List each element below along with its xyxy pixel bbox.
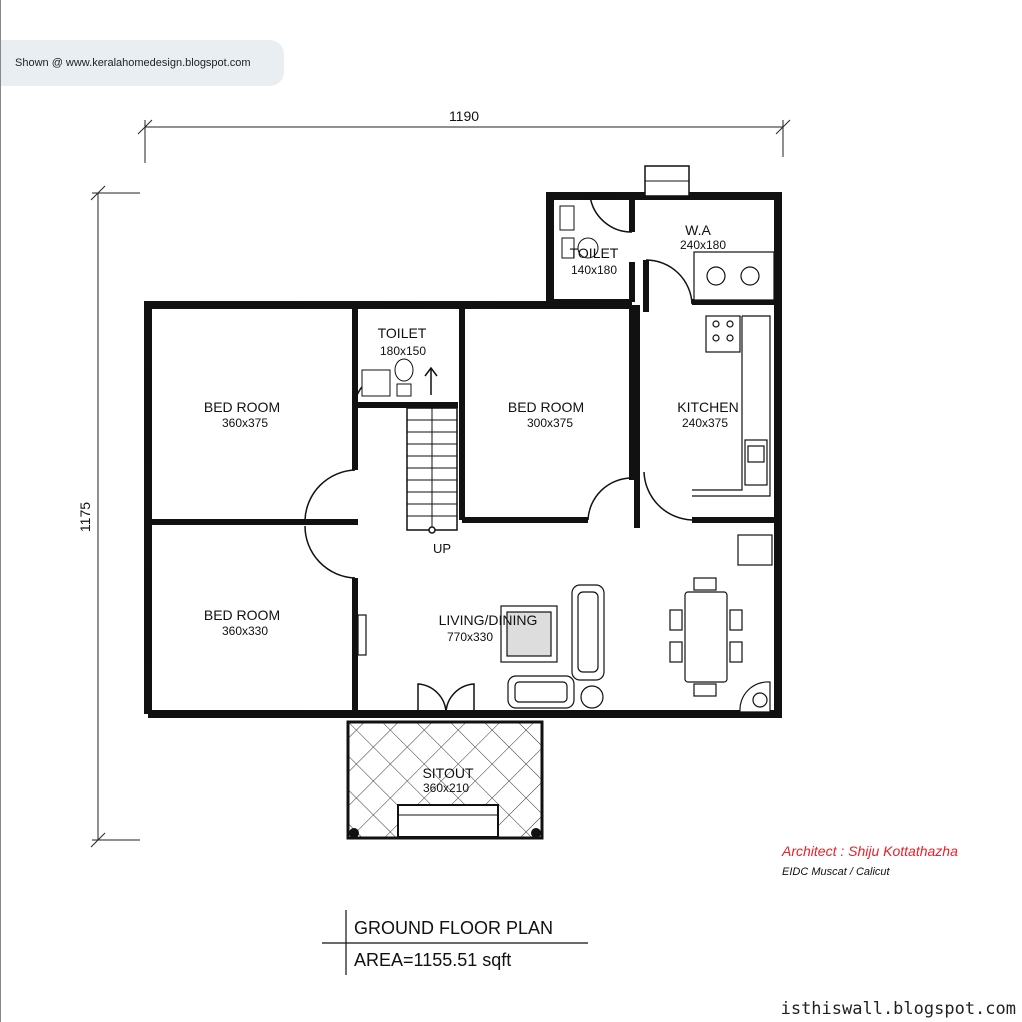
wa-size: 240x180 [680, 238, 726, 252]
sitout-steps [397, 804, 499, 838]
source-caption-text: Shown @ www.keralahomedesign.blogspot.co… [15, 57, 251, 69]
stair-up-label: UP [433, 541, 451, 556]
living-name: LIVING/DINING [439, 612, 538, 628]
sitout-name: SITOUT [422, 765, 474, 781]
architect-firm: EIDC Muscat / Calicut [782, 866, 891, 878]
living-furniture [357, 577, 771, 713]
wa-name: W.A [685, 222, 711, 238]
bedroom-1-size: 360x375 [222, 416, 268, 430]
sitout-pillar [349, 828, 359, 838]
title-block [322, 910, 588, 975]
staircase [406, 366, 458, 534]
kitchen-size: 240x375 [682, 416, 728, 430]
toilet-1-size: 180x150 [380, 344, 426, 358]
windows [145, 193, 781, 717]
sitout-size: 360x210 [423, 781, 469, 795]
living-size: 770x330 [447, 630, 493, 644]
watermark: isthiswall.blogspot.com [781, 999, 1016, 1019]
bedroom-3-name: BED ROOM [508, 399, 584, 415]
width-dimension-label: 1190 [449, 108, 479, 124]
bedroom-3-size: 300x375 [527, 416, 573, 430]
sitout-pillar [531, 828, 541, 838]
height-dimension-label: 1175 [77, 502, 93, 532]
bedroom-2-size: 360x330 [222, 624, 268, 638]
source-caption: Shown @ www.keralahomedesign.blogspot.co… [0, 40, 284, 86]
bedroom-1-name: BED ROOM [204, 399, 280, 415]
plan-area: AREA=1155.51 sqft [354, 950, 511, 970]
interior-walls [152, 196, 774, 712]
kitchen-name: KITCHEN [677, 399, 738, 415]
toilet-1-name: TOILET [378, 325, 427, 341]
architect-credit: Architect : Shiju Kottathazha [781, 843, 958, 859]
plan-title: GROUND FLOOR PLAN [354, 918, 553, 938]
bedroom-2-name: BED ROOM [204, 607, 280, 623]
toilet-2-size: 140x180 [571, 263, 617, 277]
toilet-2-name: TOILET [570, 245, 619, 261]
kitchen-fixtures [692, 251, 775, 566]
height-dimension [90, 185, 140, 848]
width-dimension [137, 119, 791, 163]
toilet-fixtures [361, 205, 599, 397]
